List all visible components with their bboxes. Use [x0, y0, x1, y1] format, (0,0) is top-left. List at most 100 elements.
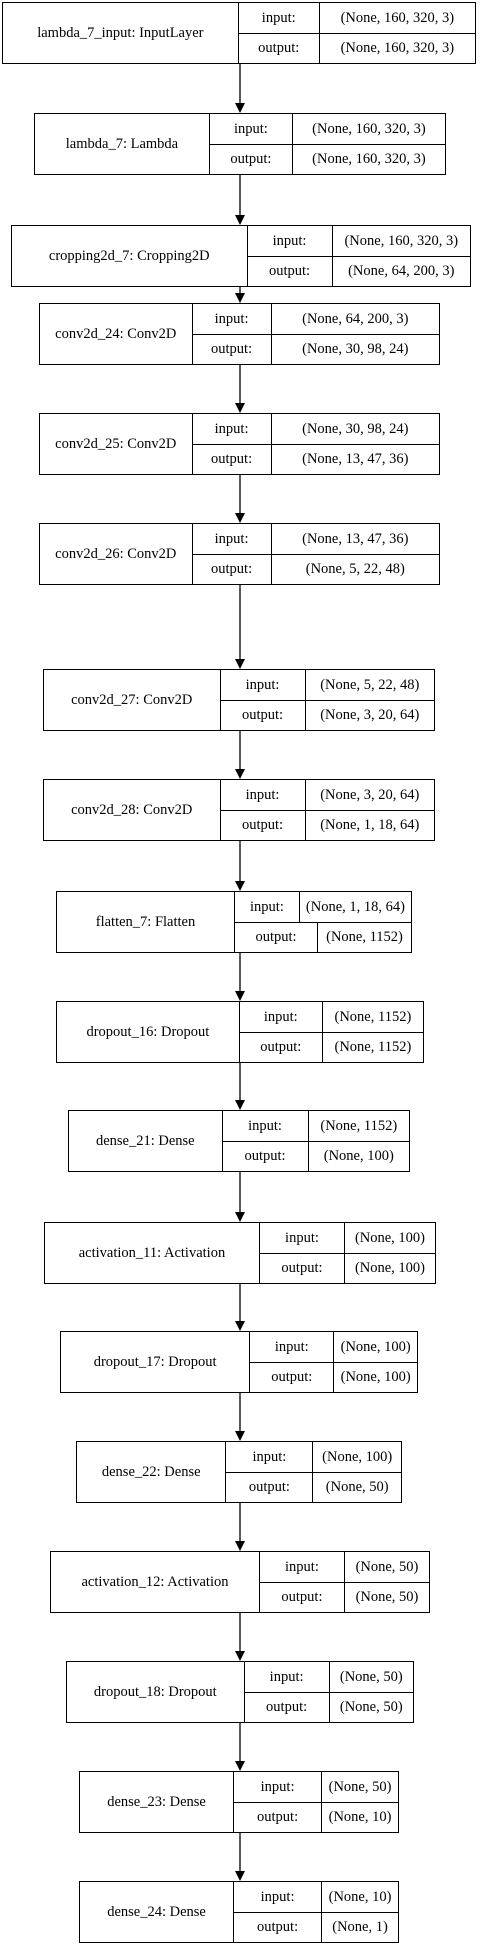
output-label: output:: [234, 1912, 323, 1942]
input-row: input: (None, 1152): [240, 1002, 423, 1032]
input-label: input:: [235, 892, 300, 922]
input-row: input: (None, 100): [260, 1223, 435, 1253]
input-label: input:: [240, 1002, 323, 1032]
input-row: input: (None, 10): [234, 1882, 398, 1912]
arrowhead: [235, 1541, 245, 1551]
output-shape: (None, 3, 20, 64): [320, 707, 420, 723]
arrowhead: [235, 991, 245, 1001]
layer-name: dropout_17: Dropout: [61, 1332, 251, 1392]
input-label: input:: [210, 114, 293, 144]
output-label: output:: [248, 256, 333, 286]
output-shape: (None, 50): [339, 1699, 403, 1715]
output-row: output:(None, 160, 320, 3): [209, 143, 445, 174]
input-shape: (None, 160, 320, 3): [312, 120, 426, 137]
input-row: input: (None, 160, 320, 3): [248, 226, 471, 256]
layer-io: input:(None, 13, 47, 36)output:(None, 5,…: [192, 524, 439, 584]
input-row: input: (None, 50): [234, 1772, 398, 1802]
layer-name: conv2d_25: Conv2D: [40, 414, 193, 474]
layer-name: activation_12: Activation: [51, 1552, 260, 1612]
output-shape: (None, 160, 320, 3): [340, 40, 455, 56]
arrowhead: [235, 513, 245, 523]
arrowhead: [235, 215, 245, 225]
layer-io: input: (None, 50) output:(None, 10): [234, 1772, 398, 1832]
layer-io: input:(None, 30, 98, 24)output:(None, 13…: [192, 414, 439, 474]
output-row: output:(None, 100): [259, 1252, 435, 1283]
arrowhead: [235, 1871, 245, 1881]
output-label: output:: [193, 334, 272, 364]
output-label: output:: [193, 444, 272, 474]
output-row: output:(None, 1, 18, 64): [220, 809, 434, 840]
output-label: output:: [221, 700, 306, 730]
output-shape: (None, 50): [355, 1589, 419, 1605]
input-label: input:: [193, 524, 272, 554]
input-label: input:: [223, 1111, 309, 1141]
output-label: output:: [223, 1141, 309, 1171]
output-shape: (None, 64, 200, 3): [348, 263, 455, 279]
input-shape: (None, 50): [328, 1778, 392, 1795]
layer-io: input: (None, 10) output: (None, 1): [234, 1882, 398, 1942]
arrowhead: [235, 1100, 245, 1110]
input-shape: (None, 100): [354, 1229, 426, 1246]
input-shape: (None, 50): [355, 1558, 419, 1575]
output-label: output:: [240, 1032, 323, 1062]
output-label: output:: [250, 1362, 335, 1392]
input-shape: (None, 50): [339, 1668, 403, 1685]
arrowhead: [235, 293, 245, 303]
input-row: input: (None, 1, 18, 64): [235, 892, 411, 922]
input-row: input:(None, 3, 20, 64): [221, 780, 435, 810]
input-label: input:: [193, 304, 272, 334]
output-row: output:(None, 10): [234, 1801, 398, 1832]
output-row: output:(None, 100): [250, 1361, 417, 1392]
arrowhead: [235, 769, 245, 779]
input-label: input:: [260, 1552, 345, 1582]
layer-name: lambda_7: Lambda: [35, 114, 210, 174]
input-row: input:(None, 50): [245, 1662, 413, 1692]
input-label: input:: [250, 1332, 335, 1362]
output-shape: (None, 30, 98, 24): [302, 341, 409, 357]
layer-io: input: (None, 160, 320, 3) output:(None, 1…: [209, 114, 445, 174]
input-row: input: (None, 160, 320, 3): [210, 114, 445, 144]
input-shape: (None, 64, 200, 3): [302, 310, 409, 327]
output-shape: (None, 1152): [326, 929, 403, 945]
input-shape: (None, 10): [328, 1888, 392, 1905]
input-label: input:: [248, 226, 333, 256]
input-shape: (None, 5, 22, 48): [320, 676, 420, 693]
output-row: output: (None, 3, 20, 64): [220, 699, 434, 730]
layer-io: input:(None, 1, 18, 64)output:(None, 115…: [235, 892, 411, 952]
input-row: input:(None, 100): [250, 1332, 417, 1362]
layer-name: conv2d_24: Conv2D: [40, 304, 193, 364]
layer-name: cropping2d_7: Cropping2D: [12, 226, 248, 286]
output-shape: (None, 1): [332, 1919, 388, 1935]
layer-name: flatten_7: Flatten: [57, 892, 235, 952]
input-row: input:(None, 13, 47, 36): [193, 524, 439, 554]
input-row: input:(None, 160, 320, 3): [239, 3, 475, 33]
layer-io: input:(None, 3, 20, 64)output:(None, 1, …: [220, 780, 435, 840]
output-row: output:(None, 50): [259, 1581, 429, 1612]
input-label: input:: [226, 1442, 314, 1472]
layer-name: conv2d_28: Conv2D: [44, 780, 221, 840]
layer-name: dense_23: Dense: [80, 1772, 235, 1832]
input-label: input:: [221, 780, 306, 810]
layer-io: input:(None, 5, 22, 48)output:(None, 3, …: [220, 670, 434, 730]
input-shape: (None, 1152): [334, 1008, 412, 1025]
output-row: output:(None, 50): [226, 1471, 401, 1502]
input-label: input:: [234, 1882, 323, 1912]
arrowhead: [235, 403, 245, 413]
input-label: input:: [260, 1223, 345, 1253]
input-label: input:: [234, 1772, 323, 1802]
input-shape: (None, 1, 18, 64): [305, 898, 405, 915]
layer-name: conv2d_27: Conv2D: [44, 670, 221, 730]
output-row: output: (None, 64, 200, 3): [247, 255, 470, 286]
input-shape: (None, 160, 320, 3): [344, 232, 459, 249]
input-shape: (None, 160, 320, 3): [340, 9, 455, 26]
